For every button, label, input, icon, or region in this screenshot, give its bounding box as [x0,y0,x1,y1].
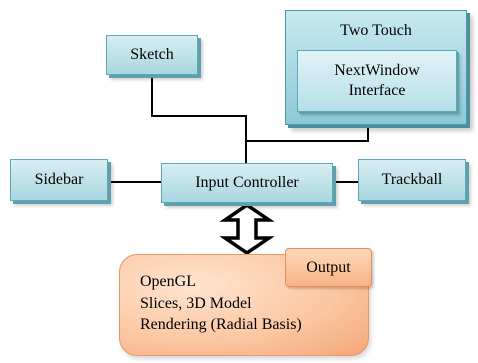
connector-nextwindow-across [245,140,369,142]
nextwindow-label-line-1: NextWindow [334,62,420,79]
nextwindow-interface-box: NextWindow Interface [297,50,457,112]
sketch-label: Sketch [130,46,174,63]
output-box: Output [285,248,372,287]
sketch-box: Sketch [106,35,198,75]
connector-sketch-across [151,115,247,117]
input-controller-box: Input Controller [161,163,333,203]
input-controller-label: Input Controller [195,174,299,191]
trackball-box: Trackball [358,159,466,201]
nextwindow-label-line-2: Interface [348,82,406,99]
trackball-label: Trackball [381,171,443,188]
two-touch-label: Two Touch [340,22,412,39]
opengl-label-line-2: Slices, 3D Model [140,294,252,312]
connector-nextwindow-down [367,112,369,142]
connector-sidebar-input [108,181,161,183]
sidebar-label: Sidebar [34,171,84,188]
opengl-label-line-3: Rendering (Radial Basis) [140,316,302,334]
connector-trunk-to-input [245,115,247,163]
bidirectional-arrow-icon [219,203,275,255]
connector-sketch-down [151,75,153,117]
opengl-label-line-1: OpenGL [140,273,196,290]
connector-input-trackball [333,181,358,183]
output-label: Output [306,258,351,276]
sidebar-box: Sidebar [10,159,108,201]
